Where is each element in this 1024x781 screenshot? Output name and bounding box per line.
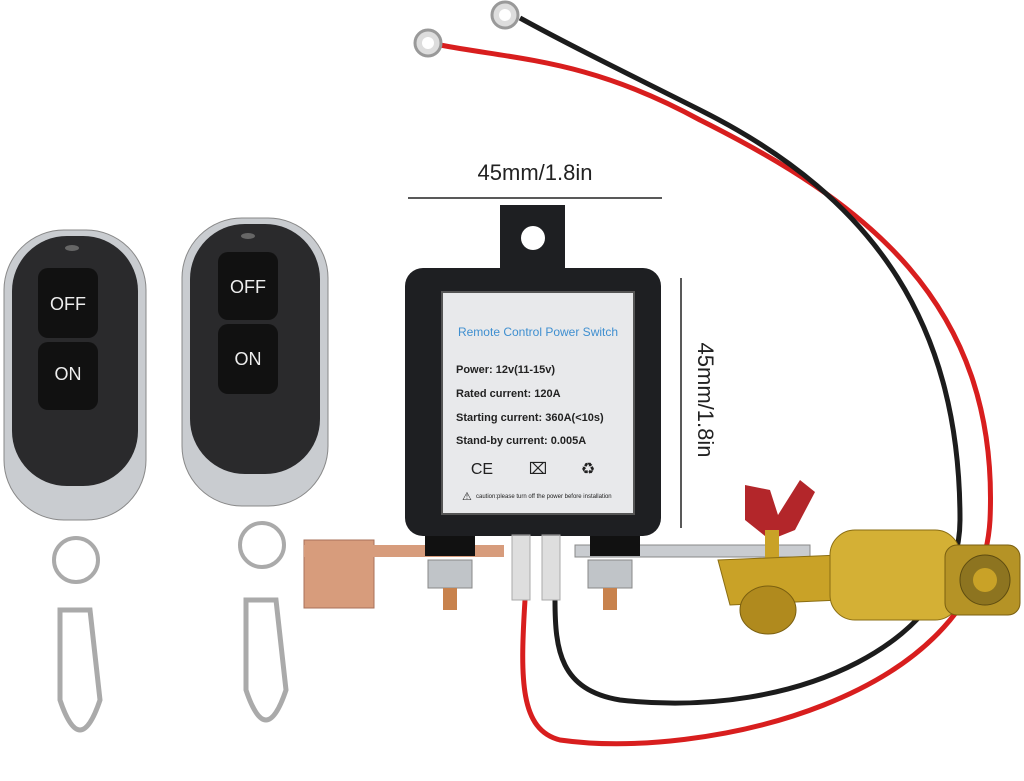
remote-1: OFF ON — [3, 229, 147, 733]
svg-text:caution:please turn off the po: caution:please turn off the power before… — [476, 494, 612, 500]
terminal-nut — [427, 559, 473, 589]
svg-text:Rated current: 120A: Rated current: 120A — [456, 388, 561, 400]
svg-text:ON: ON — [55, 364, 82, 384]
recycle-icon: ♻ — [581, 461, 595, 478]
warning-icon: ⚠ — [462, 491, 472, 503]
on-button[interactable] — [218, 324, 278, 394]
on-button[interactable] — [38, 342, 98, 410]
wingnut — [745, 480, 815, 540]
lobster-clasp — [57, 607, 103, 733]
wires — [413, 0, 993, 747]
off-button[interactable] — [38, 268, 98, 338]
keyring — [238, 521, 286, 569]
svg-text:Remote Control Power Switch: Remote Control Power Switch — [458, 325, 618, 339]
weee-bin-icon: ⌧ — [529, 461, 547, 478]
height-dimension-label: 45mm/1.8in — [693, 343, 718, 458]
switch-module: Remote Control Power Switch Power: 12v(1… — [405, 205, 661, 610]
remote-2: OFF ON — [181, 217, 329, 723]
ce-mark: CE — [471, 461, 493, 478]
terminal-nut — [587, 559, 633, 589]
lobster-clasp — [243, 597, 289, 723]
svg-text:Power: 12v(11-15v): Power: 12v(11-15v) — [456, 364, 555, 376]
width-dimension-label: 45mm/1.8in — [478, 160, 593, 185]
battery-terminal-clamp — [717, 480, 1021, 635]
off-button[interactable] — [218, 252, 278, 320]
svg-text:Starting current: 360A(<10s): Starting current: 360A(<10s) — [456, 412, 604, 424]
keyring — [52, 536, 100, 584]
svg-text:OFF: OFF — [230, 277, 266, 297]
svg-text:ON: ON — [235, 349, 262, 369]
svg-text:Stand-by current: 0.005A: Stand-by current: 0.005A — [456, 435, 586, 447]
svg-text:OFF: OFF — [50, 294, 86, 314]
spec-label — [441, 291, 635, 515]
